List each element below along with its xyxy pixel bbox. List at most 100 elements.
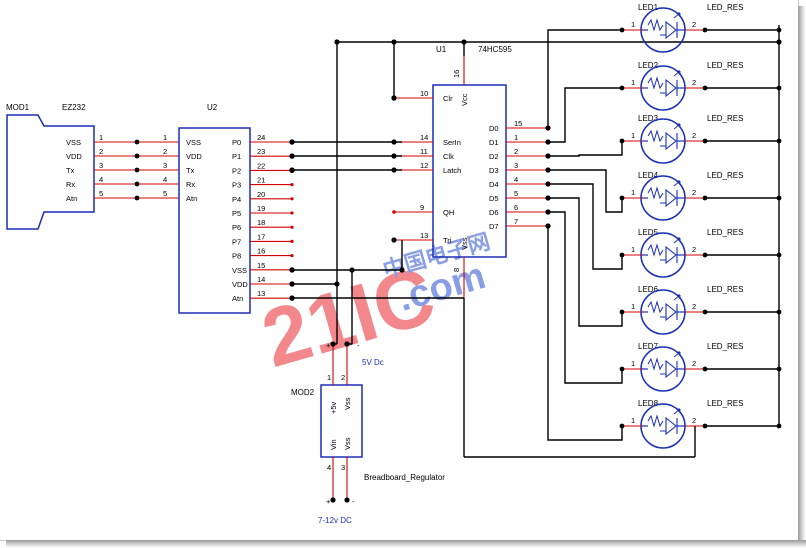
u2-right-pin-0: P0 [232,138,241,147]
mod2-pin-vss-top: Vss [343,397,352,410]
led-8-out-junction [702,423,708,429]
led-3-ref: LED3 [638,114,659,123]
u2-right-number-4: 20 [257,190,265,199]
u1-vss-number: 8 [452,268,461,272]
mod1-u2-junction-4 [134,195,140,201]
u1-left-number-5: 13 [420,231,428,240]
led-8-pin1: 1 [631,416,635,425]
mod1-pin-label-3: Rx [66,180,75,189]
led-7-out-junction [702,366,708,372]
u2-pin-end-8 [290,254,294,258]
u1-right-number-0: 15 [514,119,522,128]
mod2-pin-num-2: 2 [341,373,345,382]
u2-pin-end-6 [290,225,294,229]
u1-part: 74HC595 [478,45,512,54]
u1-right-number-2: 2 [514,147,518,156]
u2-left-number-1: 2 [163,147,167,156]
led-3-out-junction [702,138,708,144]
wire-junction-4 [391,95,397,101]
wire-junction-7 [399,267,405,273]
u1-right-pin-4: D4 [489,180,499,189]
led-5-resistor [647,243,664,257]
mod1-ref: MOD1 [6,103,30,112]
mod1-u2-junction-1 [134,153,140,159]
u1-right-pin-3: D3 [489,166,499,175]
wire-junction-3 [776,39,782,45]
led-7-resistor-label: LED_RES [707,342,743,351]
led-4-resistor [647,186,664,200]
mod2-pin-num-1: 1 [327,373,331,382]
wire-junction-9 [289,153,295,159]
mod1-pin-label-0: VSS [66,138,81,147]
led-4-rail-junction [776,195,782,201]
mod1-pin-number-1: 2 [99,147,103,156]
u1-left-pin-1: SerIn [443,138,461,147]
led-2-rail-junction [776,85,782,91]
wire-junction-12 [289,281,295,287]
u2-right-pin-7: P7 [232,237,241,246]
led-8-resistor-label: LED_RES [707,399,743,408]
u2-right-number-5: 19 [257,204,265,213]
led-7-ref: LED7 [638,342,659,351]
u2-right-pin-6: P6 [232,223,241,232]
u1-right-number-1: 1 [514,133,518,142]
mod1-pin-label-2: Tx [66,166,75,175]
mod2-ref: MOD2 [291,388,315,397]
u1-right-number-4: 4 [514,175,518,184]
u2-right-number-6: 18 [257,218,265,227]
u1-right-pin-2: D2 [489,152,499,161]
u1-right-number-7: 7 [514,217,518,226]
u2-pin-end-4 [290,197,294,201]
led-7-diode [665,359,677,379]
u2-left-pin-0: VSS [186,138,201,147]
supply-5v-label: 5V Dc [362,358,384,367]
u1-ref: U1 [436,45,447,54]
u2-right-pin-9: VSS [232,266,247,275]
led-6-diode [665,302,677,322]
u1-left-pin-5: Tri [443,236,452,245]
u2-ref: U2 [207,103,218,112]
led-2-out-junction [702,85,708,91]
u2-right-number-7: 17 [257,232,265,241]
mod1-part: EZ232 [62,103,86,112]
u2-right-pin-8: P8 [232,252,241,261]
wire-junction-8 [289,139,295,145]
mod2-body [320,384,363,458]
u2-component: U2 VSS1VDD2Tx3Rx4Atn5P024P123P222P321P42… [163,103,295,314]
led-3-diode [665,131,677,151]
led-3-pin1: 1 [631,131,635,140]
mod2-part: Breadboard_Regulator [364,473,445,482]
mod2-top-plus: + [326,341,331,350]
mod2-pin-plus5v: +5v [329,401,338,414]
led-7-rail-junction [776,366,782,372]
led-3-pin2: 2 [692,131,696,140]
led-6-resistor-label: LED_RES [707,285,743,294]
mod1-body [6,114,95,230]
led-5-rail-junction [776,252,782,258]
led-1-ref: LED1 [638,3,659,12]
u1-left-pin-4: QH [443,208,454,217]
led-1-rail-junction [776,27,782,33]
led-1-diode [665,20,677,40]
u1-left-number-0: 10 [420,89,428,98]
u2-left-pin-2: Tx [186,166,195,175]
led-4-diode [665,188,677,208]
led-4-pin1: 1 [631,188,635,197]
led-2-resistor [647,76,664,90]
mod1-pin-number-2: 3 [99,161,103,170]
wire-junction-5 [334,281,340,287]
u1-left-pin-end-4 [392,210,396,214]
led-1-pin2: 2 [692,20,696,29]
wire-junction-0 [334,39,340,45]
led-6-rail-junction [776,309,782,315]
u1-left-pin-2: Clk [443,152,454,161]
mod1-pin-number-0: 1 [99,133,103,142]
u1-left-pin-end-5 [391,237,397,243]
u1-right-pin-1: D1 [489,138,499,147]
mod2-pin-num-4: 4 [327,463,331,472]
mod2-bottom-plus: + [326,497,331,506]
supply-7-12v-label: 7-12v DC [318,516,352,525]
